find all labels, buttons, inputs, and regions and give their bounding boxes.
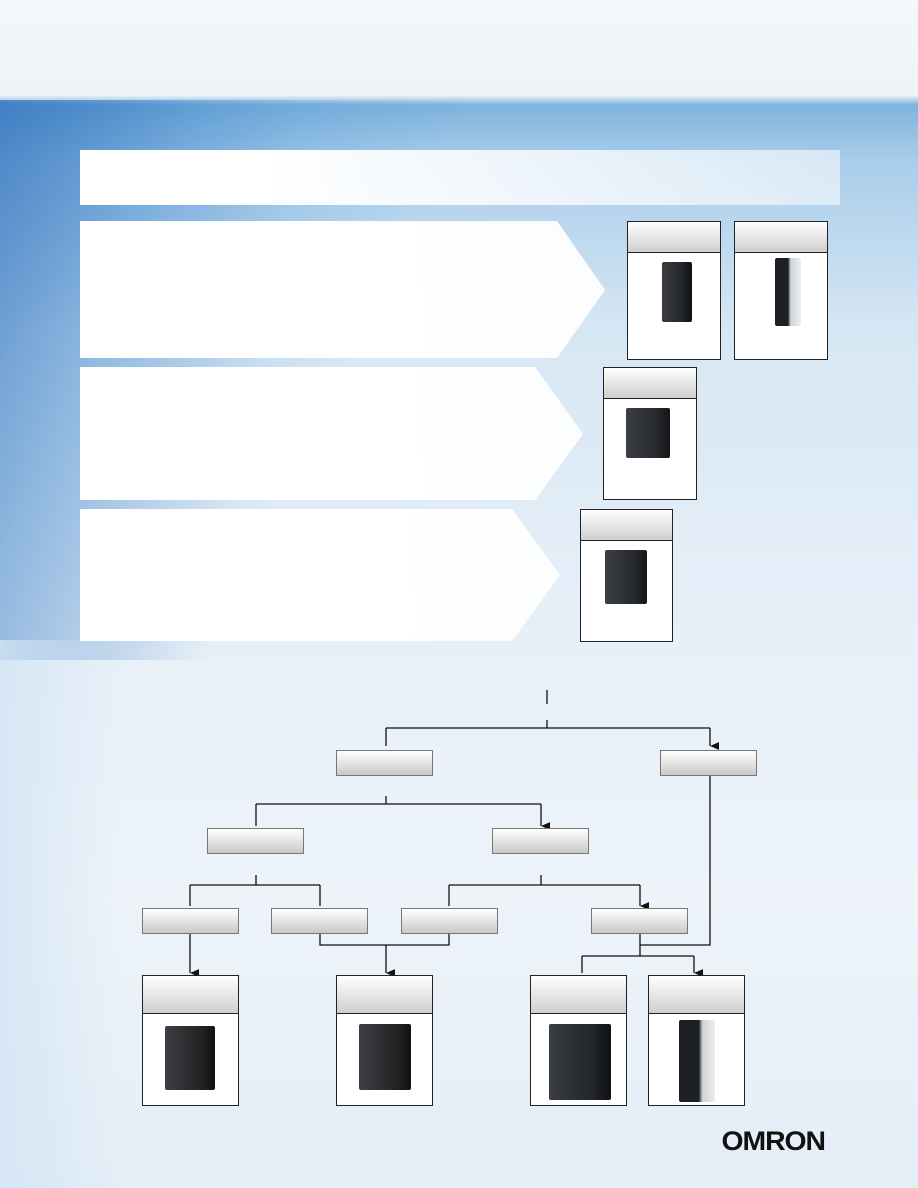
flow-node-l3-1 — [142, 908, 239, 934]
card-header — [649, 976, 744, 1014]
flow-node-l3-3 — [401, 908, 498, 934]
result-card-compact-inverter — [336, 975, 433, 1106]
flow-node-l2-right — [492, 828, 589, 854]
inverter-image — [626, 408, 670, 458]
card-header — [143, 976, 238, 1014]
flow-node-l3-4 — [591, 908, 688, 934]
product-card-large-inverter — [627, 221, 721, 360]
flow-node-l1-left — [336, 750, 433, 776]
omron-logo: OMRON — [721, 1126, 826, 1156]
card-header — [531, 976, 626, 1014]
selection-panel-1 — [80, 221, 605, 358]
title-band — [80, 150, 840, 205]
background-fade — [0, 640, 120, 1188]
card-header — [628, 222, 720, 253]
result-card-hvac-inverter — [648, 975, 745, 1106]
card-header — [735, 222, 827, 253]
inverter-image — [679, 1020, 715, 1102]
selection-panel-3 — [80, 509, 560, 641]
inverter-image — [165, 1026, 215, 1090]
flow-node-l3-2 — [271, 908, 368, 934]
inverter-image — [549, 1024, 611, 1100]
result-card-large-inverter — [530, 975, 627, 1106]
inverter-image — [605, 550, 647, 604]
selection-panel-2 — [80, 367, 583, 500]
product-card-micro-inverter — [580, 509, 673, 642]
result-card-micro-inverter — [142, 975, 239, 1106]
inverter-image — [775, 258, 801, 326]
inverter-image — [359, 1024, 411, 1090]
flow-node-l2-left — [207, 828, 304, 854]
card-header — [337, 976, 432, 1014]
inverter-image — [662, 262, 692, 322]
card-header — [581, 510, 672, 541]
product-card-hvac-inverter — [734, 221, 828, 360]
product-card-compact-inverter — [603, 367, 697, 500]
card-header — [604, 368, 696, 399]
flow-node-l1-right — [660, 750, 757, 776]
